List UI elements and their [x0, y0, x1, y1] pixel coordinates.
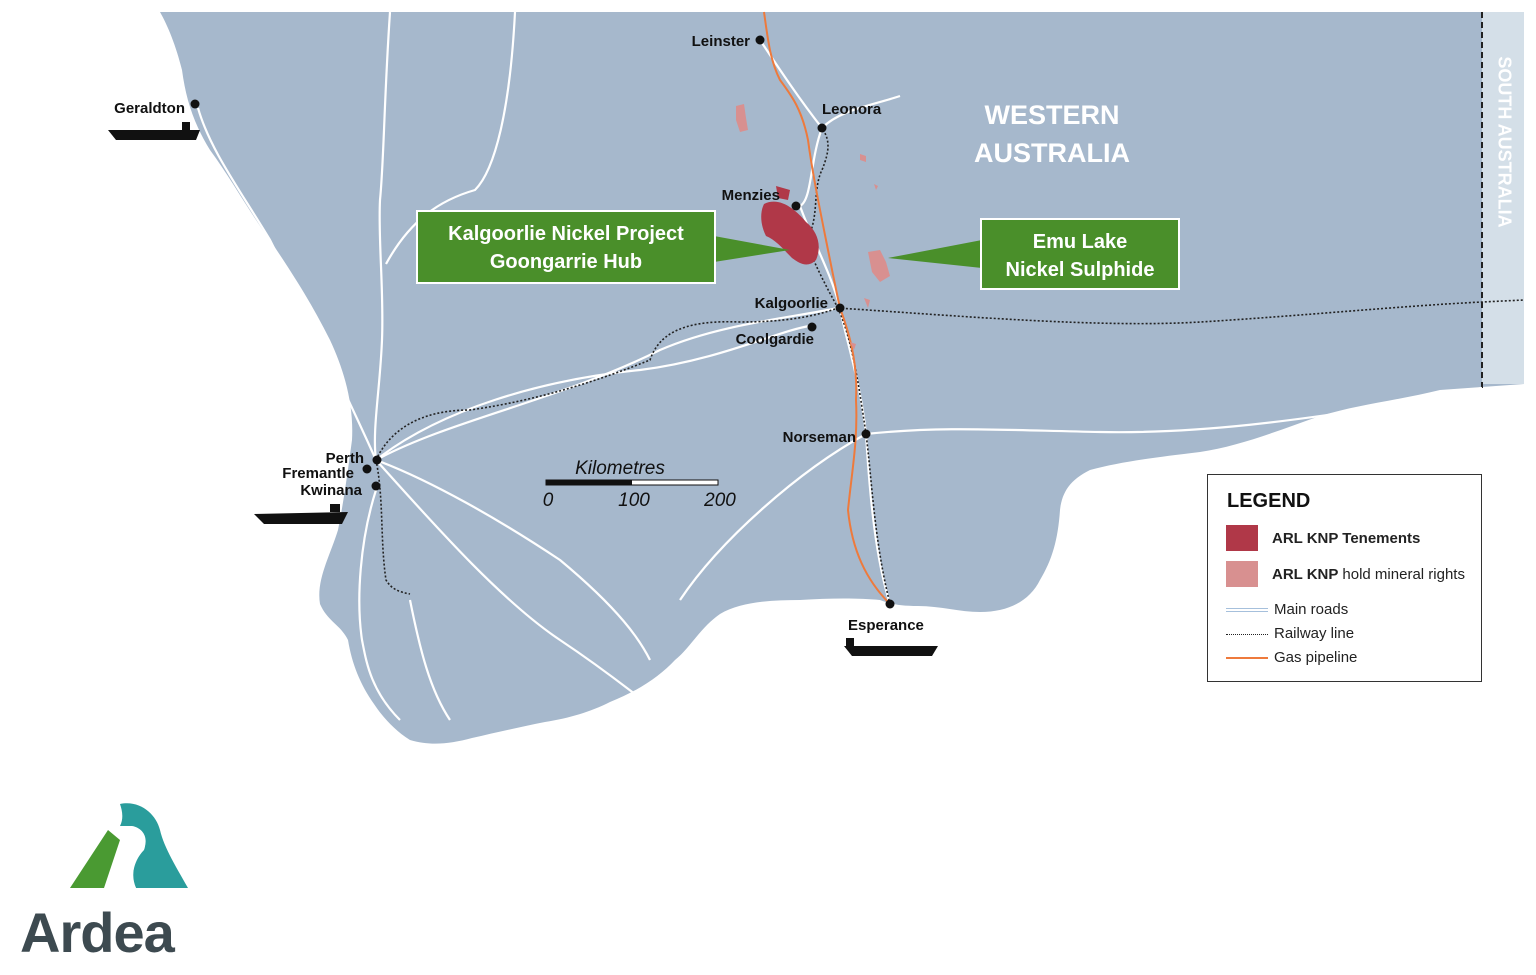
town-label-kwinana: Kwinana [300, 482, 362, 499]
town-dot-coolgardie [807, 322, 817, 332]
legend-row-railway: Railway line [1226, 625, 1354, 642]
scale-tick-200: 200 [703, 490, 736, 511]
callout-pointer-kalgoorlie [714, 236, 790, 262]
town-dot-perth [372, 455, 382, 465]
legend-tenements-label: ARL KNP Tenements [1272, 529, 1421, 547]
logo-wordmark: Ardea [20, 901, 175, 964]
pipeline-line-icon [1226, 653, 1268, 663]
town-dot-leinster [755, 35, 765, 45]
main-roads [196, 11, 1483, 721]
scale-bar: Kilometres 0 100 200 [543, 458, 737, 511]
legend: LEGEND ARL KNP Tenements ARL KNP hold mi… [1207, 474, 1482, 682]
gas-pipeline [763, 11, 891, 605]
ship-icon [108, 122, 200, 140]
roads-line-icon [1226, 605, 1268, 615]
town-label-menzies: Menzies [722, 187, 780, 204]
tenements [761, 186, 819, 265]
railway-line-icon [1226, 629, 1268, 639]
town-dot-norseman [861, 429, 871, 439]
legend-row-pipeline: Gas pipeline [1226, 649, 1357, 666]
callout-kalgoorlie-line2: Goongarrie Hub [489, 251, 643, 273]
ship-icon [254, 504, 348, 524]
town-dot-leonora [817, 123, 827, 133]
mineral-rights-swatch [1226, 561, 1258, 587]
town-label-fremantle: Fremantle [282, 465, 354, 482]
town-label-norseman: Norseman [783, 429, 856, 446]
callout-kalgoorlie-line1: Kalgoorlie Nickel Project [448, 223, 684, 245]
town-label-leinster: Leinster [692, 33, 751, 50]
legend-rights-bold: ARL KNP [1272, 565, 1339, 583]
region-label-line2: AUSTRALIA [974, 138, 1130, 168]
region-label-line1: WESTERN [985, 100, 1120, 130]
callout-emu-lake: Emu Lake Nickel Sulphide [980, 218, 1180, 290]
legend-railway-label: Railway line [1274, 625, 1355, 642]
scale-tick-0: 0 [543, 490, 554, 511]
legend-row-roads: Main roads [1226, 601, 1348, 618]
town-label-geraldton: Geraldton [114, 100, 185, 117]
ship-icon [844, 638, 938, 656]
ardea-logo: Ardea [20, 800, 230, 970]
town-dot-esperance [885, 599, 895, 609]
legend-row-tenements: ARL KNP Tenements [1226, 525, 1424, 551]
callout-emu-line1: Emu Lake [1032, 231, 1128, 253]
border-label: SOUTH AUSTRALIA [1494, 56, 1514, 227]
tenements-swatch [1226, 525, 1258, 551]
town-label-perth: Perth [326, 450, 364, 467]
legend-roads-label: Main roads [1274, 601, 1349, 618]
callout-pointer-emu [888, 240, 982, 268]
town-dot-menzies [791, 201, 801, 211]
town-label-esperance: Esperance [848, 617, 924, 634]
mineral-rights [736, 104, 890, 350]
town-label-kalgoorlie: Kalgoorlie [755, 295, 828, 312]
town-dot-geraldton [190, 99, 200, 109]
heron-logo-icon [70, 803, 188, 888]
callout-emu-line2: Nickel Sulphide [1005, 259, 1155, 281]
land-mass [160, 12, 1524, 744]
town-dot-kalgoorlie [835, 303, 845, 313]
legend-row-mineral-rights: ARL KNP hold mineral rights [1226, 561, 1465, 587]
town-dot-fremantle [362, 464, 372, 474]
callout-kalgoorlie-nickel-project: Kalgoorlie Nickel Project Goongarrie Hub [416, 210, 716, 284]
south-australia-strip [1482, 12, 1524, 384]
legend-rights-rest: hold mineral rights [1342, 565, 1465, 583]
legend-pipeline-label: Gas pipeline [1274, 649, 1358, 666]
town-label-coolgardie: Coolgardie [736, 331, 814, 348]
scale-title: Kilometres [575, 458, 665, 479]
town-label-leonora: Leonora [822, 101, 882, 118]
scale-tick-100: 100 [618, 490, 650, 511]
town-dot-kwinana [371, 481, 381, 491]
legend-title: LEGEND [1227, 490, 1311, 512]
